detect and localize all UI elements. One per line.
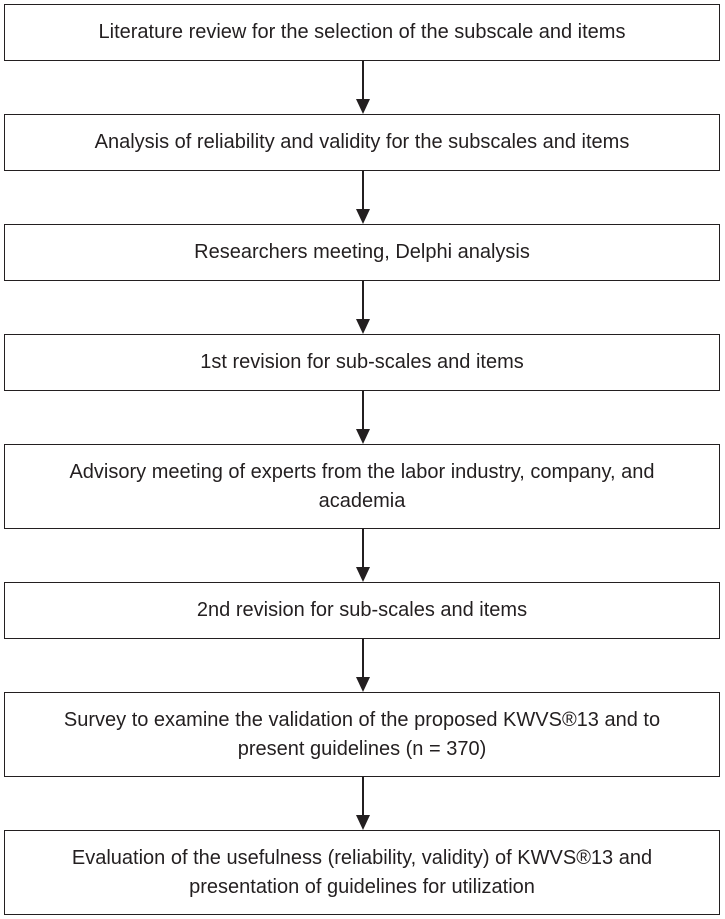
step-validation-survey: Survey to examine the validation of the … (4, 692, 720, 777)
down-arrow-icon (356, 171, 370, 224)
down-arrow-icon (356, 391, 370, 444)
down-arrow-icon (356, 777, 370, 830)
down-arrow-icon (356, 639, 370, 692)
step-label-line-2: academia (318, 489, 406, 512)
step-reliability-validity-analysis: Analysis of reliability and validity for… (4, 114, 720, 171)
step-label: 1st revision for sub-scales and items (200, 351, 524, 373)
step-usefulness-evaluation: Evaluation of the usefulness (reliabilit… (4, 830, 720, 915)
step-label-line-1: Evaluation of the usefulness (reliabilit… (71, 846, 653, 869)
step-researchers-meeting: Researchers meeting, Delphi analysis (4, 224, 720, 281)
down-arrow-icon (356, 281, 370, 334)
step-label-line-1: Advisory meeting of experts from the lab… (69, 460, 655, 483)
step-label: Literature review for the selection of t… (98, 21, 626, 43)
step-label: Evaluation of the usefulness (reliabilit… (72, 844, 652, 902)
step-first-revision: 1st revision for sub-scales and items (4, 334, 720, 391)
step-label: Analysis of reliability and validity for… (94, 131, 630, 153)
step-label-line-1: Survey to examine the validation of the … (63, 708, 661, 731)
step-literature-review: Literature review for the selection of t… (4, 4, 720, 61)
down-arrow-icon (356, 529, 370, 582)
step-label-line-2: present guidelines (n = 370) (237, 737, 487, 760)
step-second-revision: 2nd revision for sub-scales and items (4, 582, 720, 639)
step-label: Researchers meeting, Delphi analysis (194, 241, 530, 263)
step-label: Advisory meeting of experts from the lab… (69, 458, 654, 516)
step-label: 2nd revision for sub-scales and items (196, 599, 528, 621)
step-label: Survey to examine the validation of the … (64, 706, 660, 764)
down-arrow-icon (356, 61, 370, 114)
step-advisory-meeting: Advisory meeting of experts from the lab… (4, 444, 720, 529)
step-label-line-2: presentation of guidelines for utilizati… (189, 875, 535, 898)
